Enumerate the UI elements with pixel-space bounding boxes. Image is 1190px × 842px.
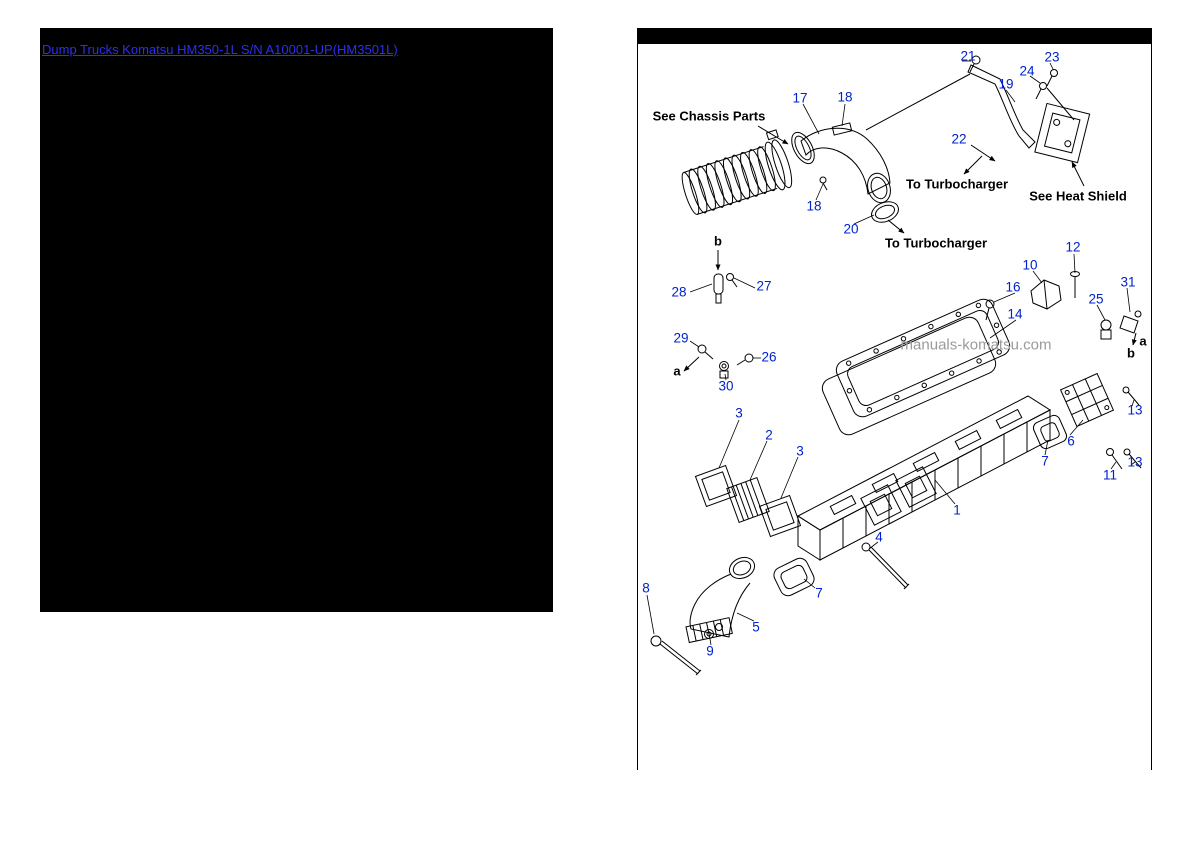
exploded-parts-diagram (646, 55, 1142, 676)
elbow-pipe (791, 122, 891, 204)
seal-ring (871, 201, 899, 223)
cover-gasket (758, 494, 802, 538)
breadcrumb-link[interactable]: Dump Trucks Komatsu HM350-1L S/N A10001-… (42, 42, 398, 57)
reference-arrows (683, 125, 1137, 372)
heat-shield (1034, 102, 1091, 164)
cover-gasket (694, 464, 738, 508)
watermark: manuals-komatsu.com (900, 336, 1052, 354)
end-screws (1106, 386, 1142, 470)
leader-lines (646, 60, 1136, 646)
manifold-gasket (835, 298, 1011, 418)
long-bolt (650, 623, 723, 676)
fastener-group (697, 273, 754, 379)
heater-plate (726, 476, 770, 524)
end-gasket (1032, 414, 1068, 450)
content-frame: Dump Trucks Komatsu HM350-1L S/N A10001-… (40, 28, 553, 612)
manifold-gasket-back (821, 316, 997, 436)
support-bracket (865, 55, 1075, 149)
mounting-bolt (861, 542, 910, 590)
upper-right-fittings (985, 271, 1142, 340)
manifold-body (797, 395, 1051, 561)
intake-hose (681, 129, 793, 215)
end-plate (1059, 372, 1115, 428)
connector-gasket (773, 557, 815, 597)
page-top-bar (638, 28, 1151, 44)
connection-duct (685, 556, 756, 644)
